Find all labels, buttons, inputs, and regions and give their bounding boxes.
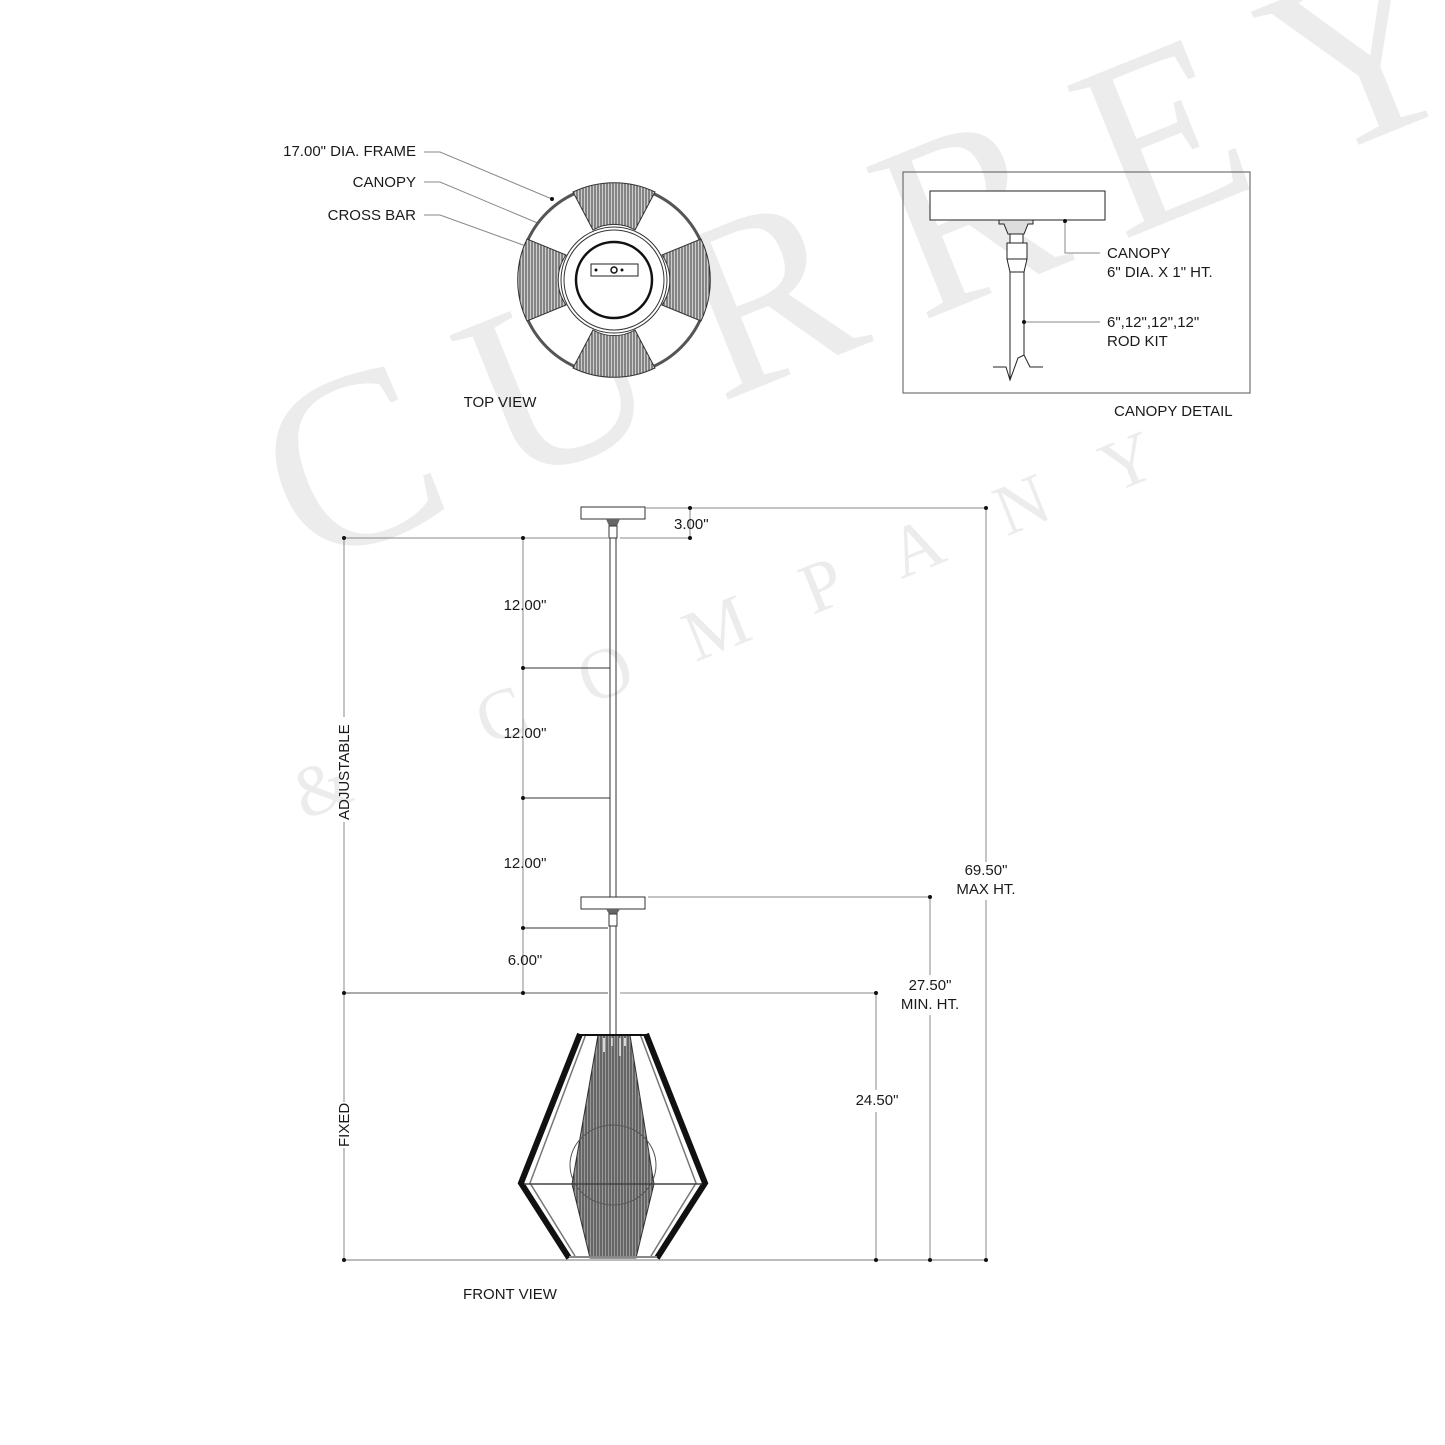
canopy-detail-caption: CANOPY DETAIL [1114, 403, 1233, 420]
fixed-label: FIXED [336, 1102, 353, 1147]
dimension-dots [342, 506, 988, 1262]
front-view-drawing [342, 506, 988, 1262]
dim-canopy-height: 3.00" [674, 516, 709, 533]
dim-min-height-label: MIN. HT. [900, 996, 960, 1013]
callout-frame-diameter: 17.00" DIA. FRAME [283, 143, 416, 160]
top-view-leaders [424, 151, 579, 255]
dim-rod-segment-2: 12.00" [503, 725, 547, 742]
adjustable-label: ADJUSTABLE [336, 724, 353, 820]
canopy-detail-drawing [902, 171, 1251, 394]
dim-rod-segment-3: 12.00" [503, 855, 547, 872]
dim-rod-segment-4: 6.00" [507, 952, 543, 969]
canopy-detail-rod-kit: ROD KIT [1107, 333, 1168, 350]
dim-fixture-height: 24.50" [855, 1092, 899, 1109]
canopy-detail-canopy-size: 6" DIA. X 1" HT. [1107, 264, 1213, 281]
dimension-lines [343, 507, 987, 1261]
top-view-caption: TOP VIEW [463, 394, 537, 411]
canopy-detail-rod-lengths: 6",12",12",12" [1107, 314, 1200, 331]
top-view-drawing [424, 151, 711, 378]
shade-sectors [517, 182, 711, 378]
canopy-detail-canopy-label: CANOPY [1107, 245, 1171, 262]
dim-max-height-label: MAX HT. [956, 881, 1016, 898]
callout-canopy: CANOPY [352, 174, 416, 191]
dim-rod-segment-1: 12.00" [503, 597, 547, 614]
front-view-caption: FRONT VIEW [463, 1286, 557, 1303]
dim-min-height-value: 27.50" [908, 977, 952, 994]
dim-max-height-value: 69.50" [964, 862, 1008, 879]
pendant-shade [517, 1032, 709, 1260]
callout-cross-bar: CROSS BAR [327, 207, 416, 224]
